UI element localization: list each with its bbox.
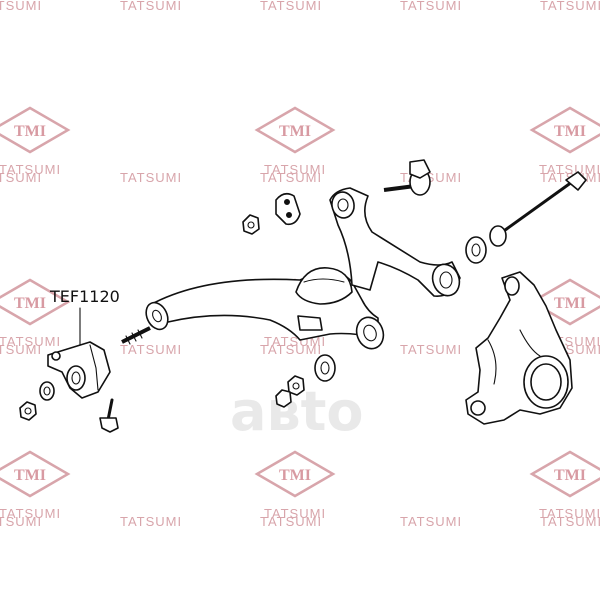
cam-washer <box>275 192 301 226</box>
watermark-brand-text: TATSUMI <box>400 0 462 13</box>
watermark-brand-text: TATSUMI <box>540 0 600 13</box>
watermark-logo-text: TMI <box>14 295 46 312</box>
watermark-brand-text: TATSUMI <box>539 162 600 177</box>
bracket-bolt <box>99 398 119 433</box>
watermark-logo: TMI TATSUMI <box>0 278 71 349</box>
watermark-brand-text: TATSUMI <box>260 514 322 529</box>
watermark-brand-text: TATSUMI <box>0 506 61 521</box>
lower-control-arm <box>145 267 385 350</box>
watermark-logo: TMI TATSUMI <box>529 450 600 521</box>
upper-bolt <box>383 159 431 196</box>
long-bolt <box>489 171 587 247</box>
lower-arm-front-bolt <box>121 326 151 345</box>
watermark-brand-text: TATSUMI <box>120 0 182 13</box>
watermark-brand-text: TATSUMI <box>264 506 326 521</box>
nut-lower-middle <box>287 375 305 396</box>
watermark-logo-text: TMI <box>279 123 311 140</box>
watermark-brand-text: TATSUMI <box>400 342 462 357</box>
watermark-logo: TMI TATSUMI <box>254 450 336 521</box>
watermark-brand-text: TATSUMI <box>400 514 462 529</box>
watermark-brand-text: TATSUMI <box>0 342 42 357</box>
arm-bracket <box>47 341 111 399</box>
washer-right <box>465 236 487 264</box>
watermark-brand-text: TATSUMI <box>260 170 322 185</box>
washer-left <box>39 381 55 401</box>
watermark-logo: TMI TATSUMI <box>254 106 336 177</box>
watermark-brand-text: TATSUMI <box>0 170 42 185</box>
washer-lower-middle <box>314 354 336 382</box>
watermark-brand-text: TATSUMI <box>264 162 326 177</box>
part-callout: TEF1120 <box>49 287 120 346</box>
watermark-brand-text: TATSUMI <box>0 162 61 177</box>
watermark-logo-text: TMI <box>279 467 311 484</box>
watermark-brand-text: TATSUMI <box>120 170 182 185</box>
watermark-logo-text: TMI <box>554 467 586 484</box>
watermark-brand-text: TATSUMI <box>540 514 600 529</box>
watermark-brand-text: TATSUMI <box>0 334 61 349</box>
nut-lower-middle-2 <box>275 389 292 408</box>
watermark-brand-text: TATSUMI <box>539 506 600 521</box>
watermark-brand-text: TATSUMI <box>260 342 322 357</box>
watermark-brand-text: TATSUMI <box>120 514 182 529</box>
watermark-logo: TMI TATSUMI <box>529 106 600 177</box>
watermark-brand-text: TATSUMI <box>260 0 322 13</box>
watermark-logo-text: TMI <box>554 295 586 312</box>
watermark-logo: TMI TATSUMI <box>0 106 71 177</box>
nut-upper-left <box>242 214 260 235</box>
watermark-logo-text: TMI <box>14 123 46 140</box>
part-number-label: TEF1120 <box>49 287 120 306</box>
watermark-brand-text: TATSUMI <box>0 0 42 13</box>
upper-control-arm <box>329 187 461 297</box>
watermark-logo: TMI TATSUMI <box>0 450 71 521</box>
nut-left <box>19 401 37 421</box>
watermark-brand-text: TATSUMI <box>120 342 182 357</box>
watermark-layer: TATSUMITATSUMITATSUMITATSUMITATSUMITATSU… <box>0 0 600 529</box>
watermark-logo-text: TMI <box>554 123 586 140</box>
steering-knuckle <box>465 271 573 425</box>
watermark-brand-text: TATSUMI <box>0 514 42 529</box>
watermark-logo-text: TMI <box>14 467 46 484</box>
